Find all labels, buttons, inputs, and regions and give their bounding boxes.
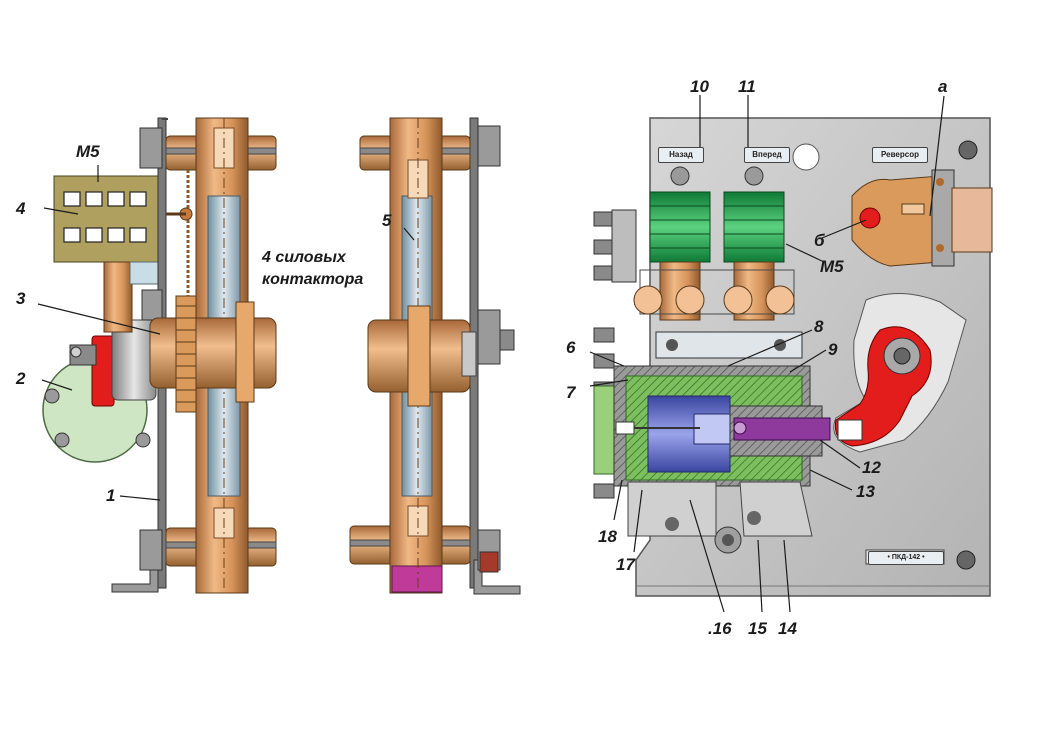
plate-reversor: Реверсор [872, 147, 928, 163]
plate-back: Назад [658, 147, 704, 163]
label-11: 11 [738, 77, 756, 96]
terminal-block [53, 175, 161, 263]
label-4: 4 [16, 199, 26, 218]
label-10: 10 [690, 77, 709, 96]
plate-model: • ПКД-142 • [868, 551, 944, 565]
label-3: 3 [16, 289, 26, 308]
center-contactor-view [349, 117, 521, 595]
coil-back [649, 166, 711, 321]
label-12: 12 [862, 458, 881, 477]
label-1: 1 [106, 486, 116, 505]
label-14: 14 [778, 619, 797, 638]
label-b: б [814, 231, 825, 250]
label-18: 18 [598, 527, 617, 546]
label-m5-right: М5 [820, 257, 844, 276]
label-a: а [938, 77, 948, 96]
label-15: 15 [748, 619, 767, 638]
label-7: 7 [566, 383, 576, 402]
label-8: 8 [814, 317, 824, 336]
leader-lines [37, 95, 945, 613]
left-side-view [42, 117, 277, 594]
caption-line-2: контактора [262, 271, 364, 288]
plate-forward: Вперед [744, 147, 790, 163]
label-16: .16 [708, 619, 732, 638]
label-2: 2 [16, 369, 26, 388]
label-9: 9 [828, 340, 838, 359]
label-13: 13 [856, 482, 875, 501]
contactor-count-caption: 4 силовых контактора [262, 247, 363, 291]
front-view [593, 117, 993, 597]
label-m5-left: М5 [76, 142, 100, 161]
coil-forward [723, 166, 785, 321]
label-17: 17 [616, 555, 635, 574]
piston-rod [733, 417, 831, 441]
label-5: 5 [382, 211, 392, 230]
caption-line-1: 4 силовых [262, 249, 346, 266]
label-6: 6 [566, 338, 576, 357]
